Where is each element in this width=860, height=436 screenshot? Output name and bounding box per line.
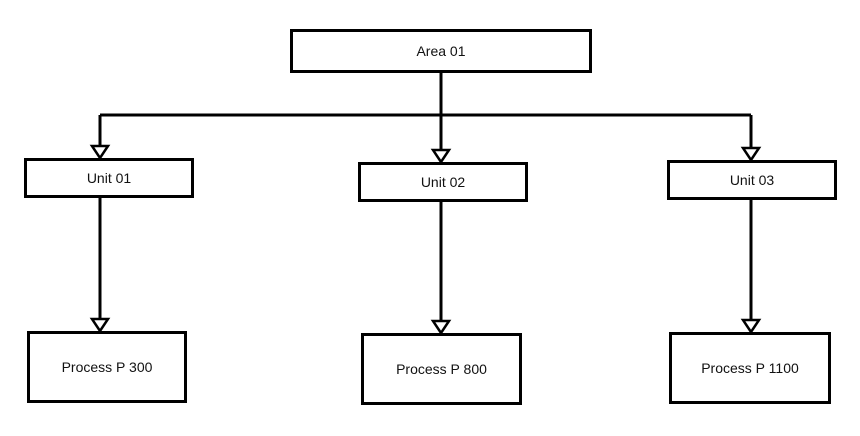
process-label-800: Process P 800 xyxy=(396,361,487,377)
arrowhead-process-300 xyxy=(89,317,111,334)
unit-node-03: Unit 03 xyxy=(667,160,837,200)
arrowhead-unit-03 xyxy=(740,146,762,163)
arrowhead-unit-02 xyxy=(430,148,452,165)
unit-node-01: Unit 01 xyxy=(24,158,194,198)
arrowhead-process-800 xyxy=(430,319,452,336)
process-node-800: Process P 800 xyxy=(361,333,522,405)
arrowhead-unit-01 xyxy=(89,144,111,161)
unit-label-01: Unit 01 xyxy=(86,170,132,186)
process-node-300: Process P 300 xyxy=(27,331,187,403)
unit-label-03: Unit 03 xyxy=(729,172,775,188)
process-label-1100: Process P 1100 xyxy=(701,360,799,376)
process-node-1100: Process P 1100 xyxy=(669,332,831,404)
area-node: Area 01 xyxy=(290,29,592,73)
area-label: Area 01 xyxy=(416,43,466,59)
unit-label-02: Unit 02 xyxy=(420,174,466,190)
arrowhead-process-1100 xyxy=(740,318,762,335)
process-label-300: Process P 300 xyxy=(61,359,153,375)
unit-node-02: Unit 02 xyxy=(358,162,528,202)
